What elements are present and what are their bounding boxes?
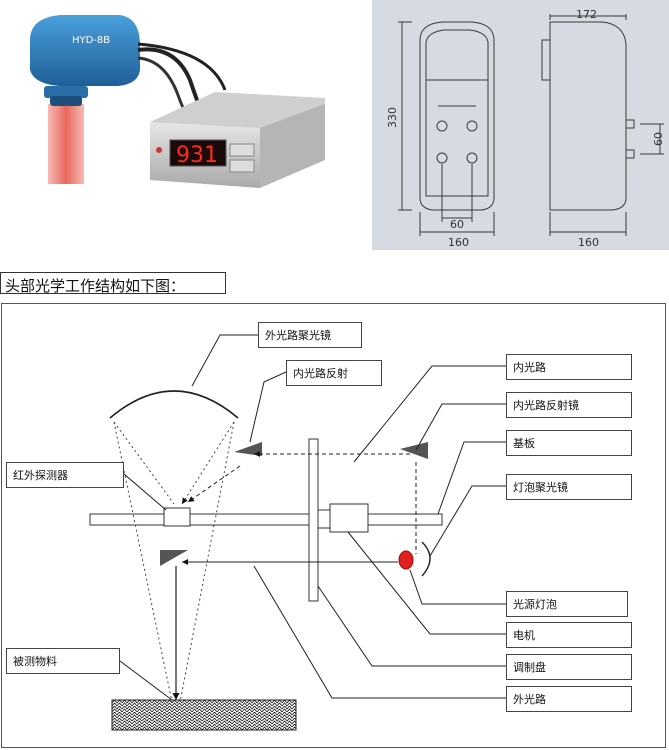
substrate-rod xyxy=(89,513,443,526)
label-inner-path: 内光路 xyxy=(506,354,632,380)
lamp-shape xyxy=(398,550,414,570)
outer-reflector-shape xyxy=(109,390,239,419)
label-inner-path-mirror: 内光路反射镜 xyxy=(506,392,632,418)
dim-side-width: 160 xyxy=(578,236,599,249)
dim-side-spacing: 60 xyxy=(652,132,665,146)
sensor-head xyxy=(30,15,140,86)
lower-mirror xyxy=(160,550,188,566)
dim-front-width: 160 xyxy=(448,236,469,249)
chopper-disk-shape xyxy=(308,438,319,602)
device-illustration: HYD-8B 931 xyxy=(30,15,325,188)
sample-shape xyxy=(111,699,297,731)
label-lamp-reflector: 灯泡聚光镜 xyxy=(506,474,632,500)
section-heading: 头部光学工作结构如下图： xyxy=(5,277,186,295)
display-panel xyxy=(169,139,227,167)
label-source-lamp: 光源灯泡 xyxy=(506,591,628,617)
dim-hole-spacing: 60 xyxy=(450,218,464,231)
label-substrate: 基板 xyxy=(506,430,632,456)
inner-mirror-right xyxy=(400,442,428,459)
detector-shape xyxy=(163,507,191,527)
motor-shape xyxy=(329,503,369,533)
laser-beam xyxy=(48,104,84,184)
dimension-drawing: 172 330 60 160 160 60 xyxy=(372,0,669,250)
label-ir-detector: 红外探测器 xyxy=(6,462,124,488)
drawing-illustration: 172 330 60 160 160 60 xyxy=(386,8,665,249)
optical-schematic: 外光路聚光镜 内光路反射 红外探测器 内光路 内光路反射镜 基板 灯泡聚光镜 光… xyxy=(1,303,666,748)
label-motor: 电机 xyxy=(506,622,632,648)
sensor-head-label: HYD-8B xyxy=(72,35,110,46)
label-sample: 被测物料 xyxy=(6,648,120,674)
label-outer-path: 外光路 xyxy=(506,686,632,712)
dim-top-width: 172 xyxy=(576,8,597,21)
dim-height: 330 xyxy=(386,107,399,128)
schematic-lines xyxy=(89,334,506,731)
label-outer-reflector: 外光路聚光镜 xyxy=(258,322,362,348)
label-chopper-disk: 调制盘 xyxy=(506,654,632,680)
display-value: 931 xyxy=(176,143,218,168)
inner-mirror-left xyxy=(234,442,262,456)
device-photo: HYD-8B 931 xyxy=(0,0,370,250)
label-inner-mirror: 内光路反射 xyxy=(286,360,382,386)
section-heading-box: 头部光学工作结构如下图： xyxy=(0,272,226,295)
